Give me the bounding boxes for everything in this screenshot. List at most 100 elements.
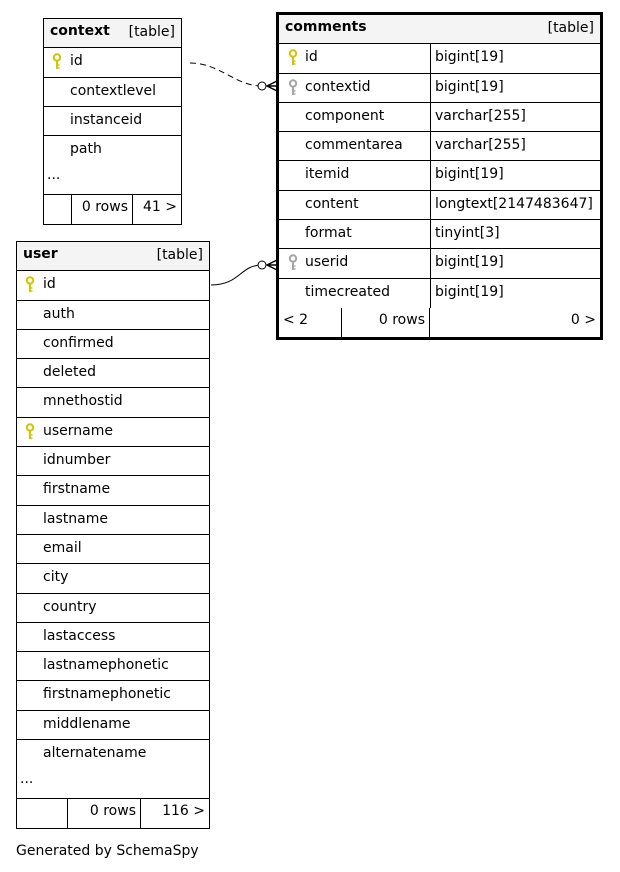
table-header: comments [table] [279, 15, 600, 45]
column-name: timecreated [305, 283, 390, 300]
parents-cell[interactable]: < 2 [279, 307, 342, 338]
column-row-component[interactable]: component varchar[255] [279, 102, 600, 133]
table-name: context [50, 23, 110, 39]
column-row-itemid[interactable]: itemid bigint[19] [279, 161, 600, 191]
column-type: bigint[19] [435, 283, 504, 300]
column-row-lastname[interactable]: lastname [17, 506, 209, 535]
table-name: user [23, 246, 58, 262]
more-columns: ... [44, 165, 181, 195]
table-comments[interactable]: comments [table] id bigint[19] contextid bi… [276, 12, 603, 341]
column-row-id[interactable]: id [44, 48, 181, 78]
column-row-timecreated[interactable]: timecreated bigint[19] [279, 278, 600, 308]
column-type-cell: bigint[19] [430, 44, 600, 73]
table-type: [table] [547, 20, 594, 36]
column-row-idnumber[interactable]: idnumber [17, 447, 209, 477]
table-header: context [table] [44, 19, 181, 49]
column-type: bigint[19] [435, 49, 504, 66]
children-count[interactable]: 0 > [570, 311, 596, 328]
generated-by-text: Generated by SchemaSpy [16, 843, 199, 859]
column-type-cell: longtext[2147483647] [430, 190, 600, 220]
column-name: lastnamephonetic [43, 657, 169, 674]
primary-key-icon [25, 423, 35, 441]
primary-key-icon [52, 53, 62, 71]
column-type-cell: bigint[19] [430, 278, 600, 308]
column-type: varchar[255] [435, 107, 526, 124]
column-name: id [70, 53, 83, 70]
link-user-comments-circle [257, 260, 267, 270]
children-cell[interactable]: 41 > [133, 195, 181, 224]
table-user[interactable]: user [table] id auth confirmed deleted mneth… [16, 241, 210, 829]
column-name: path [70, 141, 102, 158]
column-name: contextid [305, 78, 371, 95]
column-row-id[interactable]: id bigint[19] [279, 44, 600, 74]
parents-cell [44, 194, 72, 225]
column-row-contextlevel[interactable]: contextlevel [44, 78, 181, 107]
column-row-mnethostid[interactable]: mnethostid [17, 388, 209, 418]
column-row-alternatename[interactable]: alternatename [17, 740, 209, 769]
children-count[interactable]: 116 > [162, 802, 205, 819]
column-row-middlename[interactable]: middlename [17, 711, 209, 741]
column-type-cell: bigint[19] [430, 249, 600, 278]
link-user-comments [210, 264, 278, 286]
table-footer: < 2 0 rows 0 > [279, 307, 600, 338]
column-type-cell: bigint[19] [430, 161, 600, 190]
column-name: deleted [43, 364, 96, 381]
primary-key-icon [288, 49, 298, 67]
primary-key-icon [25, 276, 35, 294]
column-type-cell: tinyint[3] [430, 220, 600, 249]
column-row-auth[interactable]: auth [17, 301, 209, 330]
table-name: comments [285, 19, 367, 35]
column-name: contextlevel [70, 82, 157, 99]
column-name: middlename [43, 715, 131, 732]
more-columns: ... [17, 769, 209, 799]
column-type-cell: bigint[19] [430, 73, 600, 102]
column-row-country[interactable]: country [17, 594, 209, 623]
rows-cell: 0 rows [342, 307, 430, 338]
column-name: id [43, 276, 56, 293]
column-row-username[interactable]: username [17, 418, 209, 448]
column-row-city[interactable]: city [17, 564, 209, 594]
column-row-id[interactable]: id [17, 271, 209, 301]
link-user-comments-crowfoot [266, 259, 278, 271]
table-type: [table] [156, 247, 203, 263]
column-type-cell: varchar[255] [430, 132, 600, 161]
column-name: country [43, 598, 97, 615]
column-row-path[interactable]: path [44, 136, 181, 165]
column-name: component [305, 107, 385, 124]
table-context[interactable]: context [table] id contextlevel instanceid… [43, 18, 182, 226]
column-row-email[interactable]: email [17, 535, 209, 565]
rows-cell: 0 rows [68, 798, 141, 828]
column-name: mnethostid [43, 393, 123, 410]
parents-count[interactable]: < 2 [283, 311, 309, 328]
children-cell[interactable]: 0 > [430, 308, 600, 337]
children-count[interactable]: 41 > [143, 198, 177, 215]
column-name: idnumber [43, 452, 111, 469]
column-row-firstname[interactable]: firstname [17, 476, 209, 506]
column-name: auth [43, 305, 75, 322]
rows-cell: 0 rows [72, 194, 133, 225]
column-row-deleted[interactable]: deleted [17, 359, 209, 389]
column-name: id [305, 49, 318, 66]
column-name: city [43, 569, 69, 586]
row-count: 0 rows [81, 198, 128, 215]
children-cell[interactable]: 116 > [141, 799, 209, 828]
column-row-content[interactable]: content longtext[2147483647] [279, 190, 600, 221]
column-type: longtext[2147483647] [435, 195, 593, 212]
column-name: content [305, 195, 359, 212]
column-name: email [43, 539, 82, 556]
column-row-firstnamephonetic[interactable]: firstnamephonetic [17, 681, 209, 711]
column-name: username [43, 422, 113, 439]
ellipsis: ... [47, 167, 61, 184]
column-row-confirmed[interactable]: confirmed [17, 330, 209, 360]
column-row-lastnamephonetic[interactable]: lastnamephonetic [17, 652, 209, 682]
column-type-cell: varchar[255] [430, 102, 600, 132]
column-row-lastaccess[interactable]: lastaccess [17, 623, 209, 653]
column-row-contextid[interactable]: contextid bigint[19] [279, 73, 600, 103]
column-name: itemid [305, 166, 350, 183]
column-name: firstname [43, 481, 111, 498]
column-row-instanceid[interactable]: instanceid [44, 107, 181, 137]
column-type: bigint[19] [435, 78, 504, 95]
